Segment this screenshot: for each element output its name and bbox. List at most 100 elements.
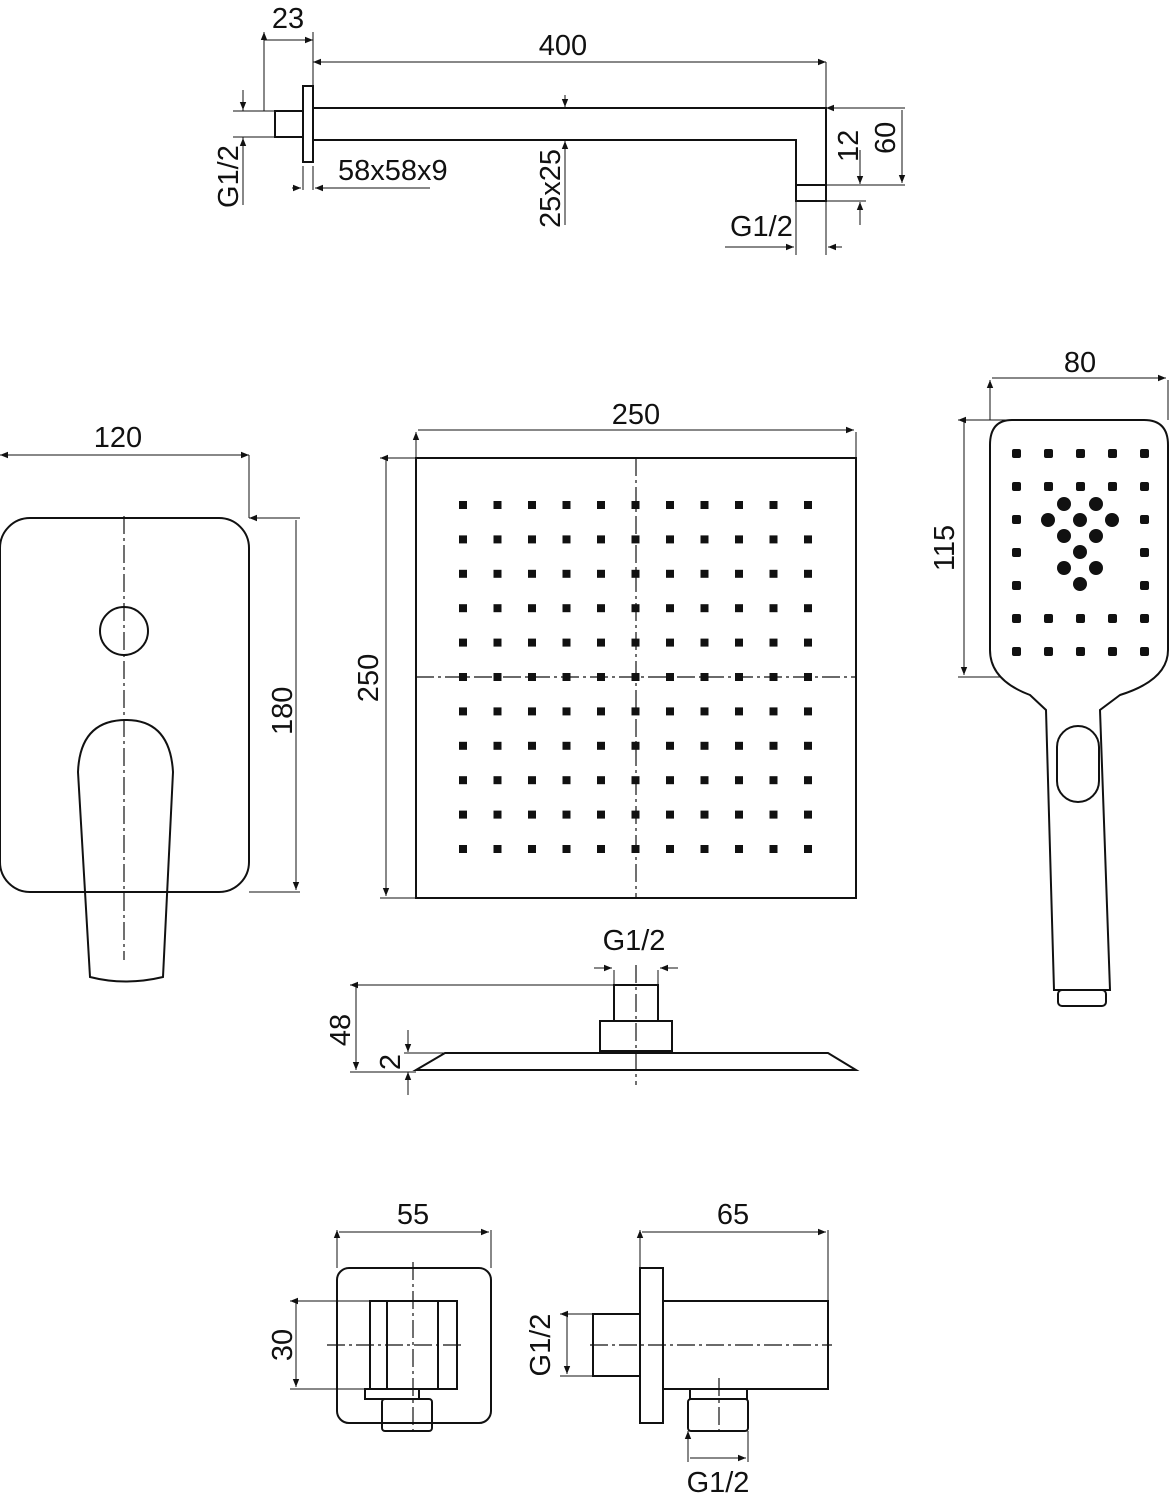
nozzle xyxy=(528,810,536,819)
nozzle xyxy=(597,535,605,544)
nozzle xyxy=(666,845,674,853)
nozzle xyxy=(562,673,571,681)
nozzle xyxy=(631,638,640,647)
hand-nozzle xyxy=(1076,482,1085,491)
nozzle xyxy=(700,845,709,853)
hand-nozzle xyxy=(1076,647,1085,656)
nozzle xyxy=(459,501,467,509)
nozzle xyxy=(459,535,467,544)
nozzle xyxy=(493,845,502,853)
mixer-width: 120 xyxy=(94,422,142,454)
nozzle xyxy=(631,810,640,819)
nozzle xyxy=(528,501,536,509)
hand-nozzle xyxy=(1140,614,1149,623)
nozzle xyxy=(804,673,812,681)
nozzle xyxy=(493,810,502,819)
nozzle xyxy=(700,810,709,819)
nozzle xyxy=(528,638,536,647)
nozzle xyxy=(666,673,674,681)
nozzle xyxy=(804,638,812,647)
nozzle xyxy=(700,604,709,613)
nozzle xyxy=(735,810,743,819)
nozzle xyxy=(459,845,467,853)
nozzle xyxy=(528,535,536,544)
hand-center-nozzle xyxy=(1057,561,1071,575)
nozzle xyxy=(769,810,778,819)
nozzle xyxy=(528,604,536,613)
nozzle xyxy=(562,501,571,509)
nozzle xyxy=(493,535,502,544)
nozzle xyxy=(597,776,605,785)
nozzle xyxy=(700,707,709,716)
outlet-depth: 65 xyxy=(717,1199,749,1231)
hand-nozzle xyxy=(1108,449,1117,458)
nozzle xyxy=(735,707,743,716)
nozzle xyxy=(631,673,640,681)
nozzle xyxy=(528,845,536,853)
nozzle xyxy=(804,535,812,544)
arm-section: 25x25 xyxy=(535,149,567,228)
hand-nozzle xyxy=(1140,548,1149,557)
outlet-width: 55 xyxy=(397,1199,429,1231)
hand-nozzle xyxy=(1108,482,1117,491)
outlet-height: 30 xyxy=(267,1329,299,1361)
nozzle xyxy=(493,604,502,613)
nozzle xyxy=(666,501,674,509)
nozzle xyxy=(700,741,709,750)
head-thread: G1/2 xyxy=(603,925,666,957)
nozzle xyxy=(700,776,709,785)
hand-nozzle xyxy=(1012,548,1021,557)
nozzle xyxy=(597,741,605,750)
hand-nozzle xyxy=(1012,482,1021,491)
nozzle xyxy=(597,673,605,681)
nozzle xyxy=(735,604,743,613)
nozzle xyxy=(769,638,778,647)
hand-center-nozzle xyxy=(1073,545,1087,559)
head-height: 250 xyxy=(353,654,385,702)
nozzle xyxy=(631,845,640,853)
hand-nozzle xyxy=(1012,515,1021,524)
dim-60: 60 xyxy=(870,122,902,154)
nozzle xyxy=(804,810,812,819)
thread-left: G1/2 xyxy=(213,145,245,208)
nozzle xyxy=(493,638,502,647)
nozzle xyxy=(769,673,778,681)
nozzle xyxy=(631,604,640,613)
hand-center-nozzle xyxy=(1089,561,1103,575)
nozzle xyxy=(804,707,812,716)
nozzle xyxy=(459,569,467,578)
nozzle xyxy=(528,673,536,681)
nozzle xyxy=(597,638,605,647)
nozzle xyxy=(631,569,640,578)
hand-shower: 80 115 xyxy=(929,347,1168,1007)
nozzle xyxy=(735,569,743,578)
nozzle xyxy=(597,501,605,509)
nozzle xyxy=(700,673,709,681)
nozzle xyxy=(459,638,467,647)
nozzle xyxy=(459,604,467,613)
nozzle xyxy=(735,776,743,785)
nozzle xyxy=(493,673,502,681)
outlet-thread-side: G1/2 xyxy=(525,1314,557,1377)
nozzle xyxy=(562,604,571,613)
nozzle xyxy=(804,604,812,613)
nozzle xyxy=(700,638,709,647)
nozzle xyxy=(459,707,467,716)
nozzle xyxy=(562,707,571,716)
hand-nozzle xyxy=(1108,614,1117,623)
dim-12: 12 xyxy=(833,130,865,162)
nozzle xyxy=(666,810,674,819)
nozzle xyxy=(562,638,571,647)
nozzle xyxy=(493,776,502,785)
nozzle xyxy=(459,776,467,785)
hand-nozzle xyxy=(1012,647,1021,656)
mixer-plate: 120 180 xyxy=(0,422,300,983)
nozzle xyxy=(735,845,743,853)
dim-400: 400 xyxy=(539,30,587,62)
hand-width: 80 xyxy=(1064,347,1096,379)
hand-center-nozzle xyxy=(1089,497,1103,511)
wall-outlet: 55 30 65 G1/2 G1/2 xyxy=(267,1199,832,1499)
nozzle xyxy=(597,707,605,716)
hand-nozzle xyxy=(1012,614,1021,623)
nozzle xyxy=(562,845,571,853)
